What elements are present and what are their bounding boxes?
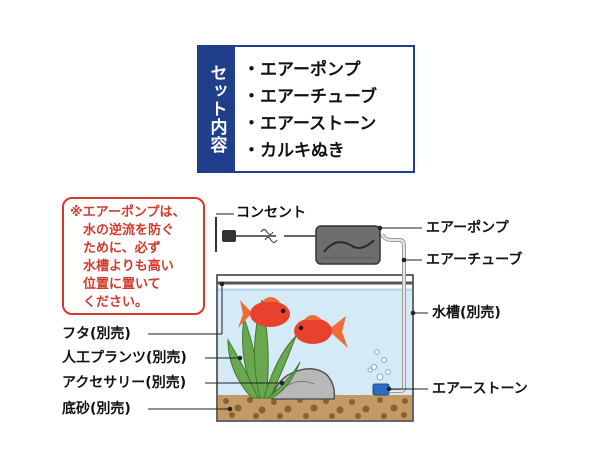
warning-line: ために、必ず	[83, 241, 161, 256]
label-plants: 人工プランツ(別売)	[62, 350, 187, 366]
set-contents-list: ・エアーポンプ ・エアーチューブ ・エアーストーン ・カルキぬき	[243, 57, 377, 165]
tank-outline	[216, 274, 414, 422]
label-accessory: アクセサリー(別売)	[62, 375, 187, 391]
goldfish-icon	[294, 315, 348, 348]
rock-accessory	[271, 368, 336, 400]
air-bubbles	[367, 349, 391, 381]
label-sand: 底砂(別売)	[62, 401, 131, 417]
list-item: ・カルキぬき	[243, 141, 345, 161]
warning-line: ※エアーポンプは、	[70, 205, 186, 220]
plug-icon	[215, 217, 236, 252]
warning-note: ※エアーポンプは、 水の逆流を防ぐ ために、必ず 水槽よりも高い 位置に置いて …	[62, 197, 205, 315]
label-air-pump: エアーポンプ	[426, 220, 509, 236]
label-outlet: コンセント	[236, 205, 306, 221]
label-air-tube: エアーチューブ	[426, 252, 523, 268]
power-cord	[236, 229, 316, 243]
leader-lines	[148, 213, 428, 412]
set-contents-box: セット内容 ・エアーポンプ ・エアーチューブ ・エアーストーン ・カルキぬき	[197, 45, 415, 173]
goldfish-icon	[238, 297, 290, 328]
label-lid: フタ(別売)	[62, 326, 131, 342]
gravel	[218, 395, 412, 420]
label-tank: 水槽(別売)	[432, 305, 501, 321]
warning-line: ください。	[83, 295, 149, 310]
warning-line: 水槽よりも高い	[83, 259, 174, 274]
air-pump-icon	[315, 225, 381, 265]
air-stone-icon	[372, 383, 390, 396]
set-contents-heading: セット内容	[199, 47, 235, 171]
label-air-stone: エアーストーン	[432, 381, 528, 397]
list-item: ・エアーポンプ	[243, 60, 361, 80]
list-item: ・エアーチューブ	[243, 87, 377, 107]
list-item: ・エアーストーン	[243, 114, 377, 134]
warning-line: 水の逆流を防ぐ	[83, 223, 175, 238]
warning-line: 位置に置いて	[83, 277, 161, 292]
